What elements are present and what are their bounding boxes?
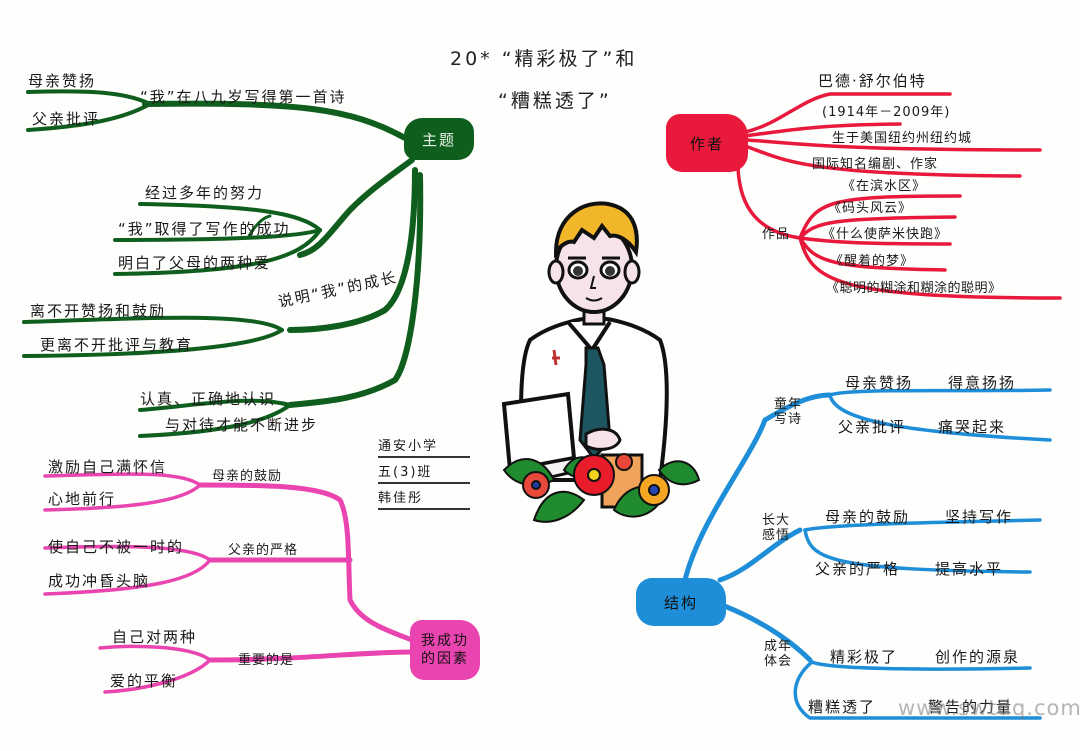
theme-result-item: 经过多年的努力	[145, 184, 265, 202]
title-line-2: “糟糕透了”	[498, 90, 612, 112]
signature-name: 韩佳彤	[378, 492, 470, 510]
structure-childhood-label: 童年写诗	[774, 397, 803, 427]
signature-class: 五(3)班	[378, 466, 470, 484]
structure-row-right: 痛哭起来	[938, 418, 1007, 436]
author-work: 《什么使萨米快跑》	[822, 227, 949, 242]
theme-father-criticism: 父亲批评	[32, 110, 101, 128]
success-father-label: 父亲的严格	[228, 543, 299, 558]
author-branches	[736, 92, 1062, 300]
author-title: 国际知名编剧、作家	[812, 157, 939, 172]
structure-row-left: 糟糕透了	[808, 698, 877, 716]
theme-hub: 主题	[404, 118, 474, 160]
author-years: (1914年－2009年)	[822, 105, 951, 120]
success-important-item: 爱的平衡	[110, 672, 179, 690]
success-father-item: 使自己不被一时的	[48, 538, 185, 556]
success-hub-line-1: 我成功	[421, 632, 469, 649]
success-mother-label: 母亲的鼓励	[212, 469, 283, 484]
success-mother-item: 激励自己满怀信	[48, 458, 168, 476]
theme-branches	[22, 89, 424, 438]
structure-row-right: 坚持写作	[945, 508, 1014, 526]
author-work: 《醒着的梦》	[830, 254, 915, 269]
success-father-item: 成功冲昏头脑	[48, 572, 151, 590]
structure-row-left: 母亲赞扬	[845, 374, 914, 392]
success-important-item: 自己对两种	[112, 628, 198, 646]
signature-school: 通安小学	[378, 440, 470, 458]
structure-row-right: 提高水平	[935, 560, 1004, 578]
success-hub: 我成功 的因素	[410, 620, 480, 680]
author-birthplace: 生于美国纽约州纽约城	[832, 131, 973, 146]
success-mother-item: 心地前行	[48, 490, 117, 508]
structure-row-left: 母亲的鼓励	[825, 508, 911, 526]
theme-progress-item: 认真、正确地认识	[140, 390, 277, 408]
success-important-label: 重要的是	[238, 653, 295, 668]
theme-first-poem: “我”在八九岁写得第一首诗	[140, 88, 347, 106]
structure-growing-label: 长大感悟	[762, 513, 791, 543]
author-name: 巴德·舒尔伯特	[818, 72, 927, 90]
theme-result-item: “我”取得了写作的成功	[118, 220, 291, 238]
structure-row-left: 父亲批评	[838, 418, 907, 436]
success-hub-line-2: 的因素	[421, 651, 469, 667]
author-work: 《聪明的糊涂和糊涂的聪明》	[826, 281, 1002, 296]
theme-explain-item: 离不开赞扬和鼓励	[30, 302, 167, 320]
theme-progress-item: 与对待才能不断进步	[165, 416, 319, 434]
structure-row-right: 得意扬扬	[948, 374, 1017, 392]
success-branches	[43, 472, 415, 694]
structure-row-left: 父亲的严格	[815, 560, 901, 578]
structure-branches	[682, 388, 1052, 720]
theme-explain-item: 更离不开批评与教育	[40, 336, 194, 354]
structure-row-right: 创作的源泉	[935, 648, 1021, 666]
structure-row-left: 精彩极了	[830, 648, 899, 666]
theme-mother-praise: 母亲赞扬	[28, 72, 97, 90]
author-hub: 作者	[666, 114, 748, 172]
author-works-label: 作品	[762, 227, 791, 242]
title-line-1: 20* “精彩极了”和	[450, 48, 638, 70]
flower-bouquet-illustration	[502, 453, 701, 523]
signature: 通安小学 五(3)班 韩佳彤	[378, 440, 470, 518]
watermark: www.swtdq.com	[898, 696, 1080, 720]
structure-hub: 结构	[636, 578, 726, 626]
theme-result-item: 明白了父母的两种爱	[118, 254, 272, 272]
structure-adult-label: 成年体会	[764, 639, 793, 669]
structure-row-right: 警告的力量	[928, 698, 1014, 716]
author-work: 《在滨水区》	[842, 179, 927, 194]
author-work: 《码头风云》	[828, 201, 913, 216]
